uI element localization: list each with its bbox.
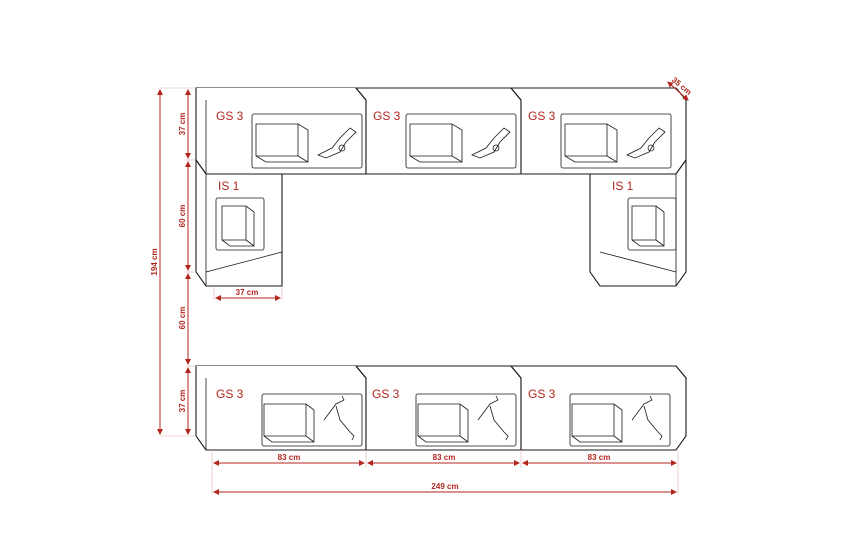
module-label-bottom-right: GS 3	[528, 387, 556, 401]
height-top-label: 37 cm	[178, 113, 187, 136]
module-label-bottom-left: GS 3	[216, 387, 244, 401]
side-cabinet-left: IS 1	[195, 158, 283, 287]
top-right-cabinet	[509, 87, 687, 175]
depth-line	[667, 81, 689, 101]
top-cabinet-row: GS 3 GS 3 GS 3	[194, 87, 688, 175]
width-3-label: 83 cm	[588, 453, 611, 462]
height-bottom-label: 37 cm	[178, 390, 187, 413]
total-height-label: 194 cm	[150, 248, 159, 275]
top-left-cabinet	[195, 87, 367, 175]
module-label-top-left: GS 3	[216, 109, 244, 123]
top-mid-cabinet	[354, 87, 522, 175]
side-cabinet-right: IS 1	[589, 158, 687, 287]
module-label-side-left: IS 1	[218, 179, 240, 193]
width-1-label: 83 cm	[278, 453, 301, 462]
bottom-cabinet-row: GS 3 GS 3 GS 3	[194, 365, 688, 451]
module-label-side-right: IS 1	[612, 179, 634, 193]
side-width-label: 37 cm	[236, 288, 259, 297]
module-label-top-mid: GS 3	[373, 109, 401, 123]
total-width-label: 249 cm	[431, 482, 458, 491]
height-gap-label: 60 cm	[178, 307, 187, 330]
width-2-label: 83 cm	[433, 453, 456, 462]
module-label-bottom-mid: GS 3	[372, 387, 400, 401]
module-label-top-right: GS 3	[528, 109, 556, 123]
height-side-label: 60 cm	[178, 205, 187, 228]
